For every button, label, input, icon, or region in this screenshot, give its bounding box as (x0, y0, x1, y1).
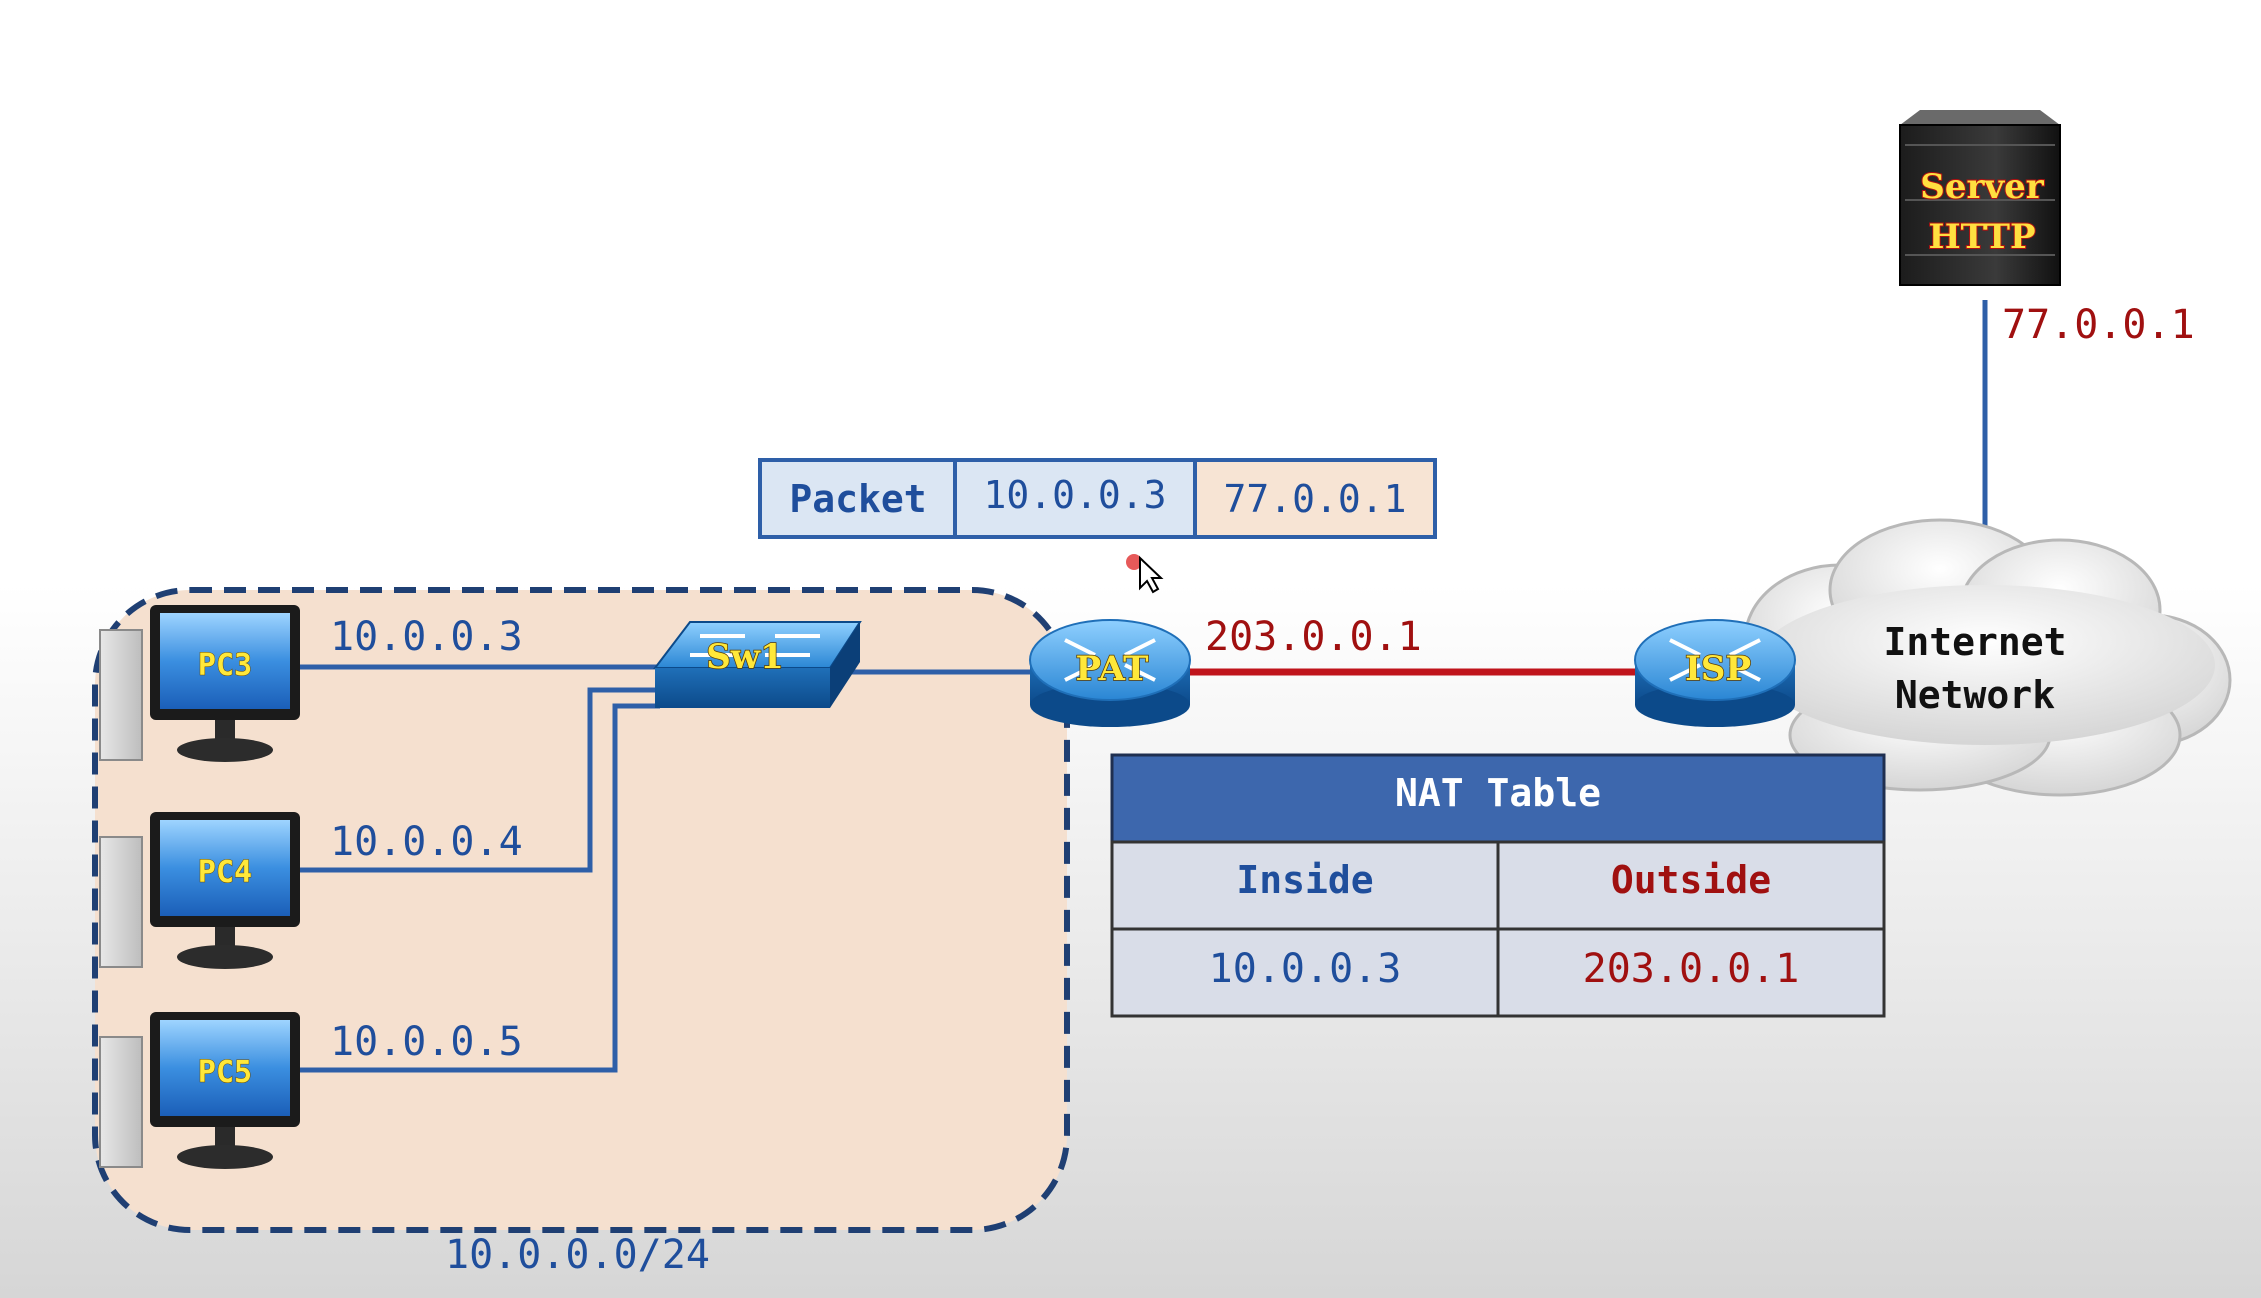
switch-sw1[interactable]: Sw1 (652, 621, 862, 708)
server-icon (1899, 124, 2061, 286)
cloud-label-line2: Network (1895, 673, 2055, 717)
cloud-label-line1: Internet (1883, 620, 2066, 664)
router-icon (1634, 619, 1796, 701)
pc-tower (99, 1036, 143, 1168)
packet-label: Packet (789, 477, 926, 521)
pc5-ip: 10.0.0.5 (330, 1019, 523, 1065)
pc3-ip: 10.0.0.3 (330, 614, 523, 660)
nat-col-inside: Inside (1236, 858, 1373, 902)
computer-icon (160, 1020, 290, 1116)
nat-row-inside: 10.0.0.3 (1209, 946, 1402, 992)
pc4-ip: 10.0.0.4 (330, 819, 523, 865)
nat-col-outside: Outside (1611, 858, 1771, 902)
server-http[interactable]: Server HTTP (1899, 110, 2061, 286)
packet-src: 10.0.0.3 (983, 473, 1166, 517)
pc-label: PC4 (198, 855, 252, 890)
packet: Packet 10.0.0.3 77.0.0.1 (758, 458, 1437, 539)
switch-arrows-icon (690, 634, 820, 657)
router-label: ISP (1685, 649, 1751, 689)
packet-dst-cell (1193, 458, 1437, 539)
pc-tower (99, 836, 143, 968)
switch-label: Sw1 (706, 637, 783, 677)
computer-icon (160, 820, 290, 916)
nat-row-outside: 203.0.0.1 (1583, 946, 1800, 992)
links (298, 300, 1988, 1073)
server-ip: 77.0.0.1 (2002, 302, 2195, 348)
router-label: PAT (1076, 649, 1149, 689)
pc4[interactable]: PC4 (99, 812, 300, 969)
computer-icon (160, 613, 290, 709)
pc5[interactable]: PC5 (99, 1012, 300, 1169)
router-isp[interactable]: ISP (1634, 619, 1796, 727)
mouse-cursor-icon (1126, 554, 1164, 594)
nat-table-title: NAT Table (1395, 771, 1601, 815)
router-pat[interactable]: PAT (1029, 619, 1191, 727)
nat-table: NAT Table Inside Outside 10.0.0.3 203.0.… (1110, 753, 1886, 1018)
server-label-line1: Server (1920, 167, 2044, 207)
link-pc4-sw1 (298, 687, 660, 873)
nat-col-inside-cell (1110, 840, 1500, 931)
pc-label: PC5 (198, 1055, 252, 1090)
pc-tower (99, 629, 143, 761)
router-icon (1029, 619, 1191, 701)
pat-outside-ip: 203.0.0.1 (1205, 614, 1422, 660)
pc-label: PC3 (198, 648, 252, 683)
server-label-line2: HTTP (1928, 217, 2035, 257)
pc3[interactable]: PC3 (99, 605, 300, 762)
nat-row-outside-cell (1496, 927, 1886, 1018)
packet-dst: 77.0.0.1 (1223, 477, 1406, 521)
nat-col-outside-cell (1496, 840, 1886, 931)
nat-row-inside-cell (1110, 927, 1500, 1018)
subnet-label: 10.0.0.0/24 (445, 1232, 710, 1278)
link-pc5-sw1 (298, 703, 660, 1073)
packet-src-cell (953, 458, 1197, 539)
